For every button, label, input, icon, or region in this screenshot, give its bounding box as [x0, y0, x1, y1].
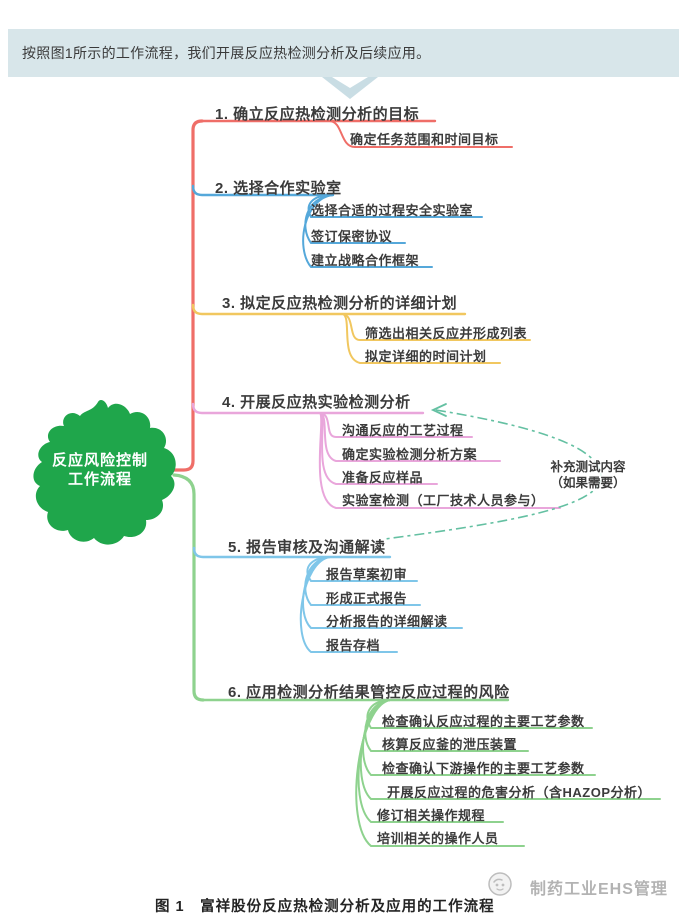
- figure-caption: 图 1 富祥股份反应热检测分析及应用的工作流程: [155, 899, 495, 915]
- branch-5-child-1: 报告草案初审: [326, 567, 408, 582]
- watermark-logo-icon: [488, 872, 512, 896]
- branch-3-child-1: 筛选出相关反应并形成列表: [365, 326, 528, 341]
- annotation-line2: （如果需要）: [550, 476, 626, 490]
- branch-2-underline: [191, 184, 335, 197]
- chevron-down-icon: [322, 77, 378, 99]
- branch-3-child-1-line: [342, 313, 531, 341]
- branch-4-child-4-line: [318, 412, 561, 509]
- branch-4-child-2-line: [319, 412, 501, 462]
- branch-5-child-4: 报告存档: [326, 638, 381, 653]
- branch-5-child-2: 形成正式报告: [326, 591, 408, 606]
- branch-6-child-4: 开展反应过程的危害分析（含HAZOP分析）: [387, 785, 652, 800]
- branch-2-title: 2. 选择合作实验室: [215, 180, 342, 197]
- annotation-arc: [384, 409, 602, 540]
- annotation-arrowhead-icon: [430, 403, 447, 417]
- branch-6-child-5: 修订相关操作规程: [377, 808, 486, 823]
- branch-4-child-1: 沟通反应的工艺过程: [342, 423, 464, 438]
- center-node-label-line1: 反应风险控制: [51, 452, 148, 469]
- branch-5-child-4-line: [299, 556, 398, 653]
- branch-5-underline: [192, 546, 392, 559]
- branch-6-child-6: 培训相关的操作人员: [377, 831, 499, 846]
- watermark-text: 制药工业EHS管理: [530, 881, 668, 898]
- branch-3-underline: [191, 303, 467, 316]
- branch-4-child-2: 确定实验检测分析方案: [342, 447, 478, 462]
- branch-4-child-3: 准备反应样品: [342, 470, 424, 485]
- center-node-leaf: [33, 400, 176, 545]
- branch-3-child-2: 拟定详细的时间计划: [365, 349, 487, 364]
- branch-6-child-1: 检查确认反应过程的主要工艺参数: [382, 714, 585, 729]
- branch-2-child-3-line: [302, 194, 433, 268]
- center-node-label-line2: 工作流程: [67, 471, 132, 488]
- intro-banner: 按照图1所示的工作流程，我们开展反应热检测分析及后续应用。: [8, 29, 679, 77]
- branch-2-child-2: 签订保密协议: [311, 229, 393, 244]
- trunk-lower-line: [172, 473, 205, 702]
- annotation-note: 补充测试内容 （如果需要）: [538, 459, 638, 491]
- branch-1-child-1-line: [329, 120, 513, 148]
- branch-2-child-1: 选择合适的过程安全实验室: [311, 203, 474, 218]
- branch-4-child-4: 实验室检测（工厂技术人员参与）: [342, 493, 545, 508]
- branch-5-title: 5. 报告审核及沟通解读: [228, 539, 386, 556]
- annotation-line1: 补充测试内容: [550, 460, 626, 474]
- branch-6-child-2: 核算反应釜的泄压装置: [382, 737, 518, 752]
- branch-6-title: 6. 应用检测分析结果管控反应过程的风险: [228, 684, 510, 701]
- branch-6-child-3: 检查确认下游操作的主要工艺参数: [382, 761, 585, 776]
- branch-4-underline: [191, 402, 425, 415]
- branch-4-title: 4. 开展反应热实验检测分析: [222, 394, 411, 411]
- branch-5-child-3: 分析报告的详细解读: [326, 614, 448, 629]
- intro-text: 按照图1所示的工作流程，我们开展反应热检测分析及后续应用。: [22, 45, 431, 61]
- branch-1-child-1: 确定任务范围和时间目标: [350, 132, 499, 147]
- center-node-label: 反应风险控制 工作流程: [42, 451, 158, 489]
- trunk-upper-line: [170, 119, 204, 472]
- branch-6-child-6-line: [355, 699, 525, 847]
- branch-3-title: 3. 拟定反应热检测分析的详细计划: [222, 295, 458, 312]
- branch-2-child-3: 建立战略合作框架: [311, 253, 420, 268]
- branch-1-title: 1. 确立反应热检测分析的目标: [215, 106, 420, 123]
- branch-3-child-2-line: [342, 313, 501, 364]
- branch-4-child-1-line: [319, 412, 473, 438]
